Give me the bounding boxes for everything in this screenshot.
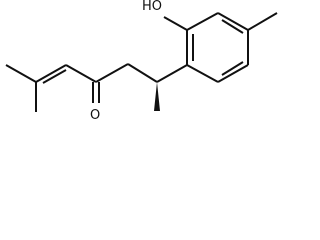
ring-bond-3 xyxy=(217,12,249,31)
bond-ring-methyl xyxy=(247,12,278,31)
bond-ring-to-hydroxyl xyxy=(163,16,188,31)
bond-left-methyl-up xyxy=(5,64,37,83)
molecule-structure: O HO xyxy=(5,0,278,123)
ring-bond-6 xyxy=(186,64,219,83)
bond-alkene-inner xyxy=(42,69,67,84)
ring-bond-2 xyxy=(186,12,219,31)
ring-bond-5 xyxy=(217,64,249,83)
bond-ch2-to-stereocenter xyxy=(127,63,158,83)
carbonyl-oxygen-label: O xyxy=(90,108,100,123)
ring-inner-bond-b xyxy=(221,19,244,34)
bond-alkene-outer xyxy=(35,64,67,83)
ring-inner-bond-c xyxy=(221,61,244,76)
bond-carbonyl-to-ch2 xyxy=(95,63,129,83)
hydroxyl-label: HO xyxy=(142,0,162,14)
stereo-wedge-methyl xyxy=(154,82,160,111)
bond-stereocenter-to-ring xyxy=(156,64,188,83)
structure-canvas: O HO xyxy=(5,0,278,123)
bond-alkene-to-carbonyl xyxy=(65,64,97,83)
